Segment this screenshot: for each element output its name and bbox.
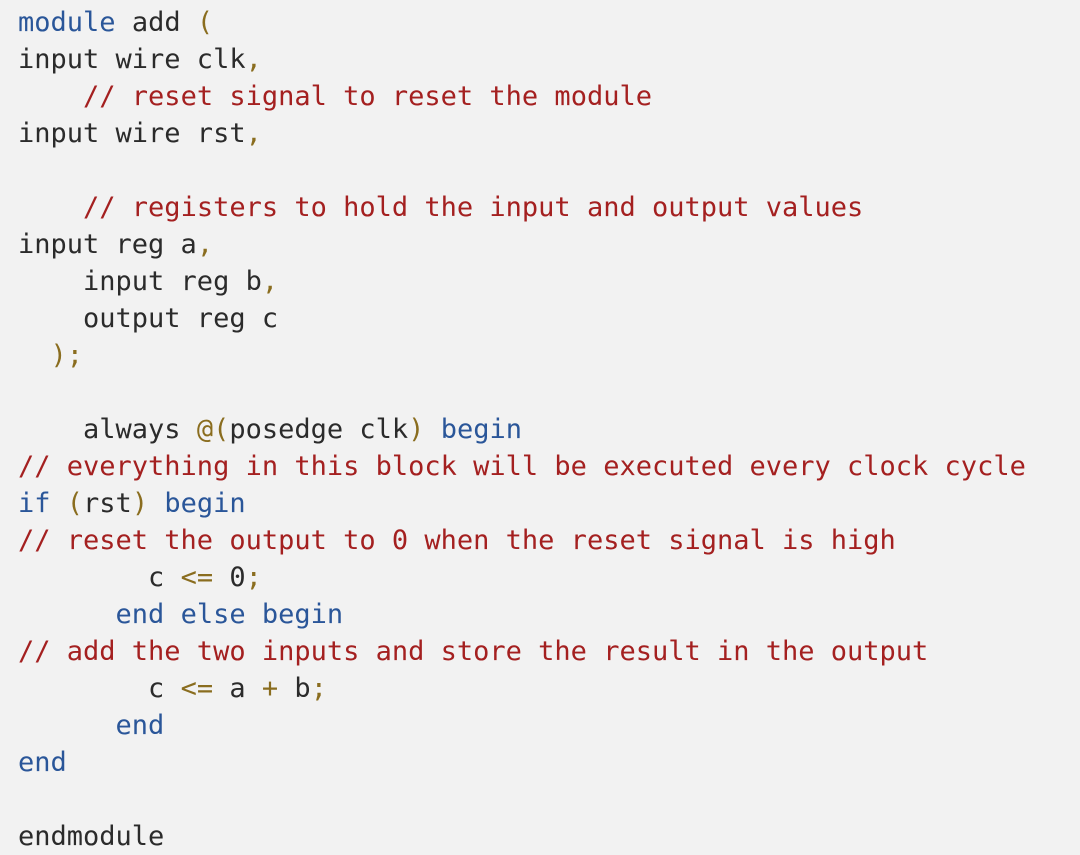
code-token-plain [51,488,67,519]
code-token-plain [213,673,229,704]
code-token-kw: end [115,710,165,741]
code-token-plain [116,7,132,38]
code-token-plain [18,414,83,445]
code-token-num: 0 [229,562,246,593]
code-line: // reset signal to reset the module [18,78,1080,115]
code-line: c <= 0; [18,559,1080,596]
code-token-punct: , [196,229,214,260]
code-token-plain [148,488,164,519]
code-line [18,374,1080,411]
code-line: // registers to hold the input and outpu… [18,189,1080,226]
code-token-punct: ) [131,488,149,519]
code-token-plain: input reg b [18,266,262,297]
code-line: module add ( [18,4,1080,41]
code-token-punct: ( [66,488,84,519]
code-line: end [18,707,1080,744]
code-token-op: <= [180,562,214,593]
code-token-plain [18,673,148,704]
code-token-plain: input wire clk [18,44,246,75]
code-token-punct: ; [245,562,262,593]
code-line: endmodule [18,818,1080,855]
code-token-punct: , [261,266,279,297]
code-token-kw: end else begin [115,599,344,630]
code-token-punct: ; [310,673,327,704]
code-line: ); [18,337,1080,374]
code-token-punct: ); [50,340,84,371]
code-token-kw: end [18,747,67,778]
code-token-punct: , [245,118,262,149]
code-token-plain [18,710,116,741]
code-token-plain [18,192,83,223]
code-line: output reg c [18,300,1080,337]
code-line: if (rst) begin [18,485,1080,522]
code-token-plain [18,562,148,593]
code-token-plain [164,562,180,593]
code-token-plain: endmodule [18,821,165,852]
code-token-plain: input wire rst [18,118,246,149]
code-line [18,781,1080,818]
code-line: input wire clk, [18,41,1080,78]
code-token-punct: @( [196,414,230,445]
code-token-kw: module [18,7,116,38]
code-token-plain: c [148,673,165,704]
code-token-plain [278,673,294,704]
code-token-comment: // add the two inputs and store the resu… [18,636,929,667]
code-token-plain: c [148,562,165,593]
code-token-plain [213,562,229,593]
code-token-kw: if [18,488,51,519]
code-token-plain: rst [83,488,132,519]
code-line: // everything in this block will be exec… [18,448,1080,485]
code-token-plain [181,414,197,445]
code-line: input wire rst, [18,115,1080,152]
code-line: always @(posedge clk) begin [18,411,1080,448]
code-token-plain: b [294,673,311,704]
code-token-plain: always [83,414,181,445]
code-token-comment: // reset the output to 0 when the reset … [18,525,896,556]
code-token-plain [181,7,197,38]
code-token-comment: // registers to hold the input and outpu… [83,192,864,223]
code-token-plain: output reg c [18,303,279,334]
code-token-plain: add [131,7,181,38]
code-token-plain [18,340,51,371]
code-token-plain [18,81,83,112]
code-token-comment: // reset signal to reset the module [83,81,652,112]
code-line: c <= a + b; [18,670,1080,707]
code-line: input reg b, [18,263,1080,300]
code-token-plain [18,599,116,630]
code-token-plain [424,414,440,445]
code-line: input reg a, [18,226,1080,263]
code-token-op: <= [180,673,214,704]
code-token-plain [164,673,180,704]
code-token-plain: a [229,673,246,704]
code-token-kw: begin [164,488,246,519]
code-token-plain [246,673,262,704]
code-token-plain: input reg a [18,229,197,260]
code-line: end else begin [18,596,1080,633]
code-token-punct: ( [196,7,214,38]
code-token-op: + [261,673,279,704]
code-token-kw: begin [440,414,522,445]
code-line: // add the two inputs and store the resu… [18,633,1080,670]
code-line: end [18,744,1080,781]
code-token-punct: ) [408,414,425,445]
code-line [18,152,1080,189]
code-token-punct: , [245,44,262,75]
code-token-plain: posedge clk [229,414,409,445]
code-token-comment: // everything in this block will be exec… [18,451,1026,482]
code-line: // reset the output to 0 when the reset … [18,522,1080,559]
